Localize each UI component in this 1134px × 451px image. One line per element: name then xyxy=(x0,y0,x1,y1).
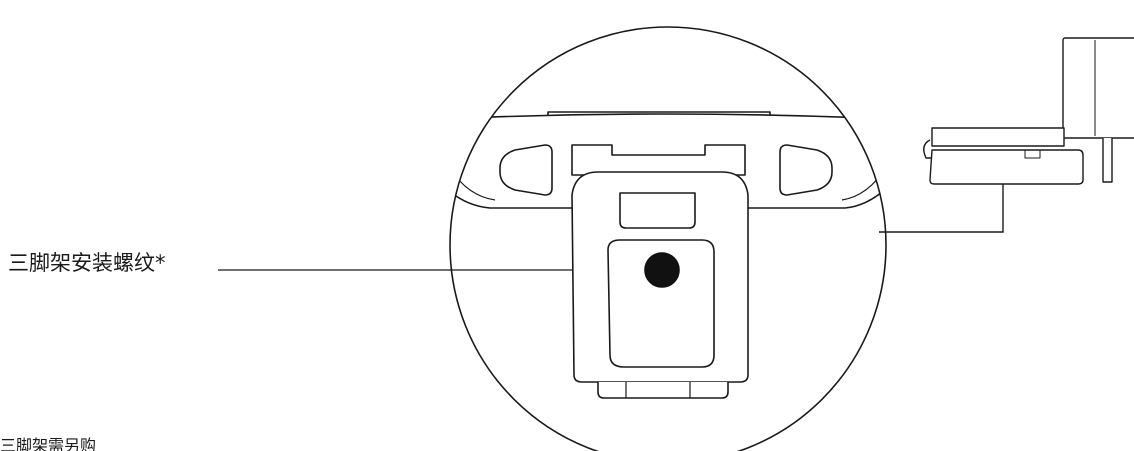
webcam-clip-leg xyxy=(1102,138,1113,183)
tripod-thread-hole xyxy=(644,252,680,288)
right-side-button xyxy=(779,144,833,196)
magnified-detail xyxy=(450,111,886,399)
webcam-side-view xyxy=(923,37,1134,185)
webcam-clip-lower xyxy=(929,149,1084,185)
tripod-thread-label: 三脚架安装螺纹* xyxy=(8,251,166,275)
clip-bottom-foot xyxy=(597,382,729,399)
clip-upper-tab xyxy=(619,192,696,229)
tripod-footnote: *三脚架需另购 xyxy=(0,436,97,451)
webcam-clip-upper xyxy=(931,127,1065,147)
left-side-button xyxy=(499,144,553,196)
magnify-connector-line xyxy=(879,184,1004,233)
magnify-circle-outline xyxy=(449,26,887,451)
webcam-body-side xyxy=(1062,37,1134,139)
thread-recess xyxy=(607,239,715,368)
